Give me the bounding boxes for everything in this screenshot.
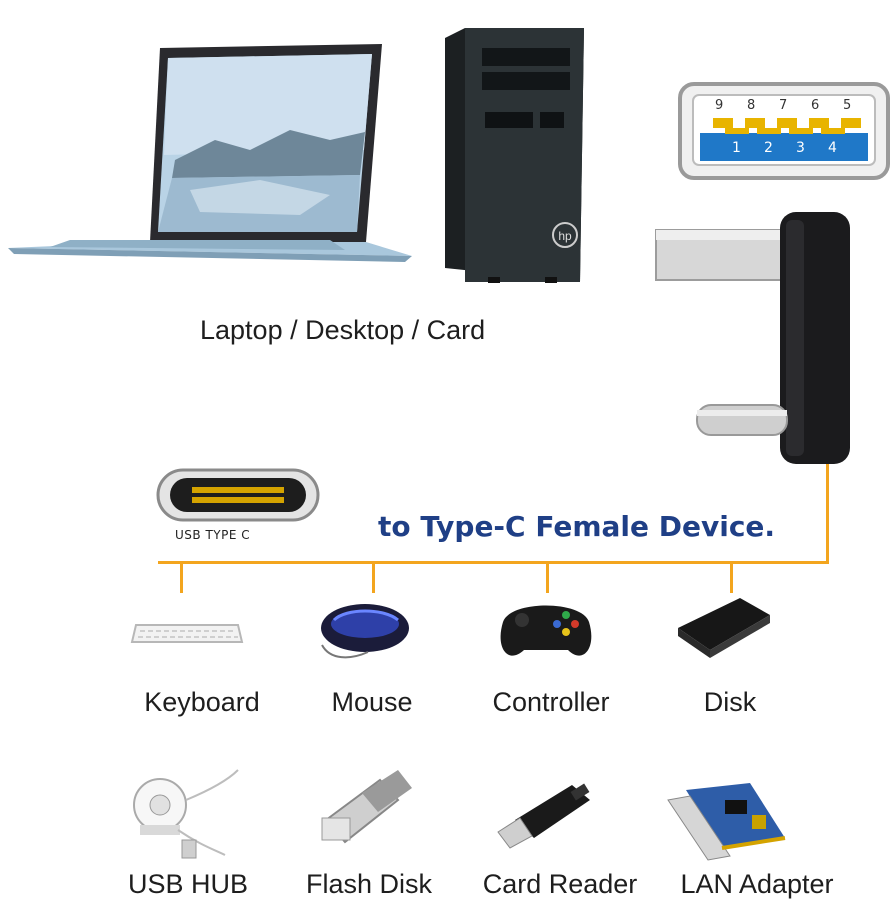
connector-drop-disk (730, 561, 733, 593)
type-c-caption: USB TYPE C (175, 528, 251, 542)
device-label-keyboard: Keyboard (144, 687, 260, 717)
pin-label: 8 (747, 98, 756, 113)
pin-label: 4 (828, 140, 837, 156)
connector-line-horizontal (158, 561, 829, 564)
connector-drop-controller (546, 561, 549, 593)
pin-label: 3 (796, 140, 805, 156)
device-label-lan-adapter: LAN Adapter (680, 869, 834, 899)
pin-label: 2 (764, 140, 773, 156)
device-label-disk: Disk (703, 687, 757, 717)
pin-label: 5 (843, 98, 852, 113)
device-label-card-reader: Card Reader (482, 869, 638, 899)
device-label-usb-hub: USB HUB (127, 869, 249, 899)
hp-logo: hp (558, 229, 572, 243)
connector-line-vertical (826, 464, 829, 564)
connector-drop-keyboard (180, 561, 183, 593)
pin-label: 9 (715, 98, 724, 113)
device-label-controller: Controller (492, 687, 610, 717)
pin-label: 1 (732, 140, 741, 156)
pin-label: 7 (779, 98, 788, 113)
device-label-mouse: Mouse (331, 687, 413, 717)
type-c-heading: to Type-C Female Device. (378, 510, 776, 543)
pin-label: 6 (811, 98, 820, 113)
device-label-flash-disk: Flash Disk (305, 869, 433, 899)
host-label: Laptop / Desktop / Card (200, 315, 486, 345)
connector-drop-mouse (372, 561, 375, 593)
